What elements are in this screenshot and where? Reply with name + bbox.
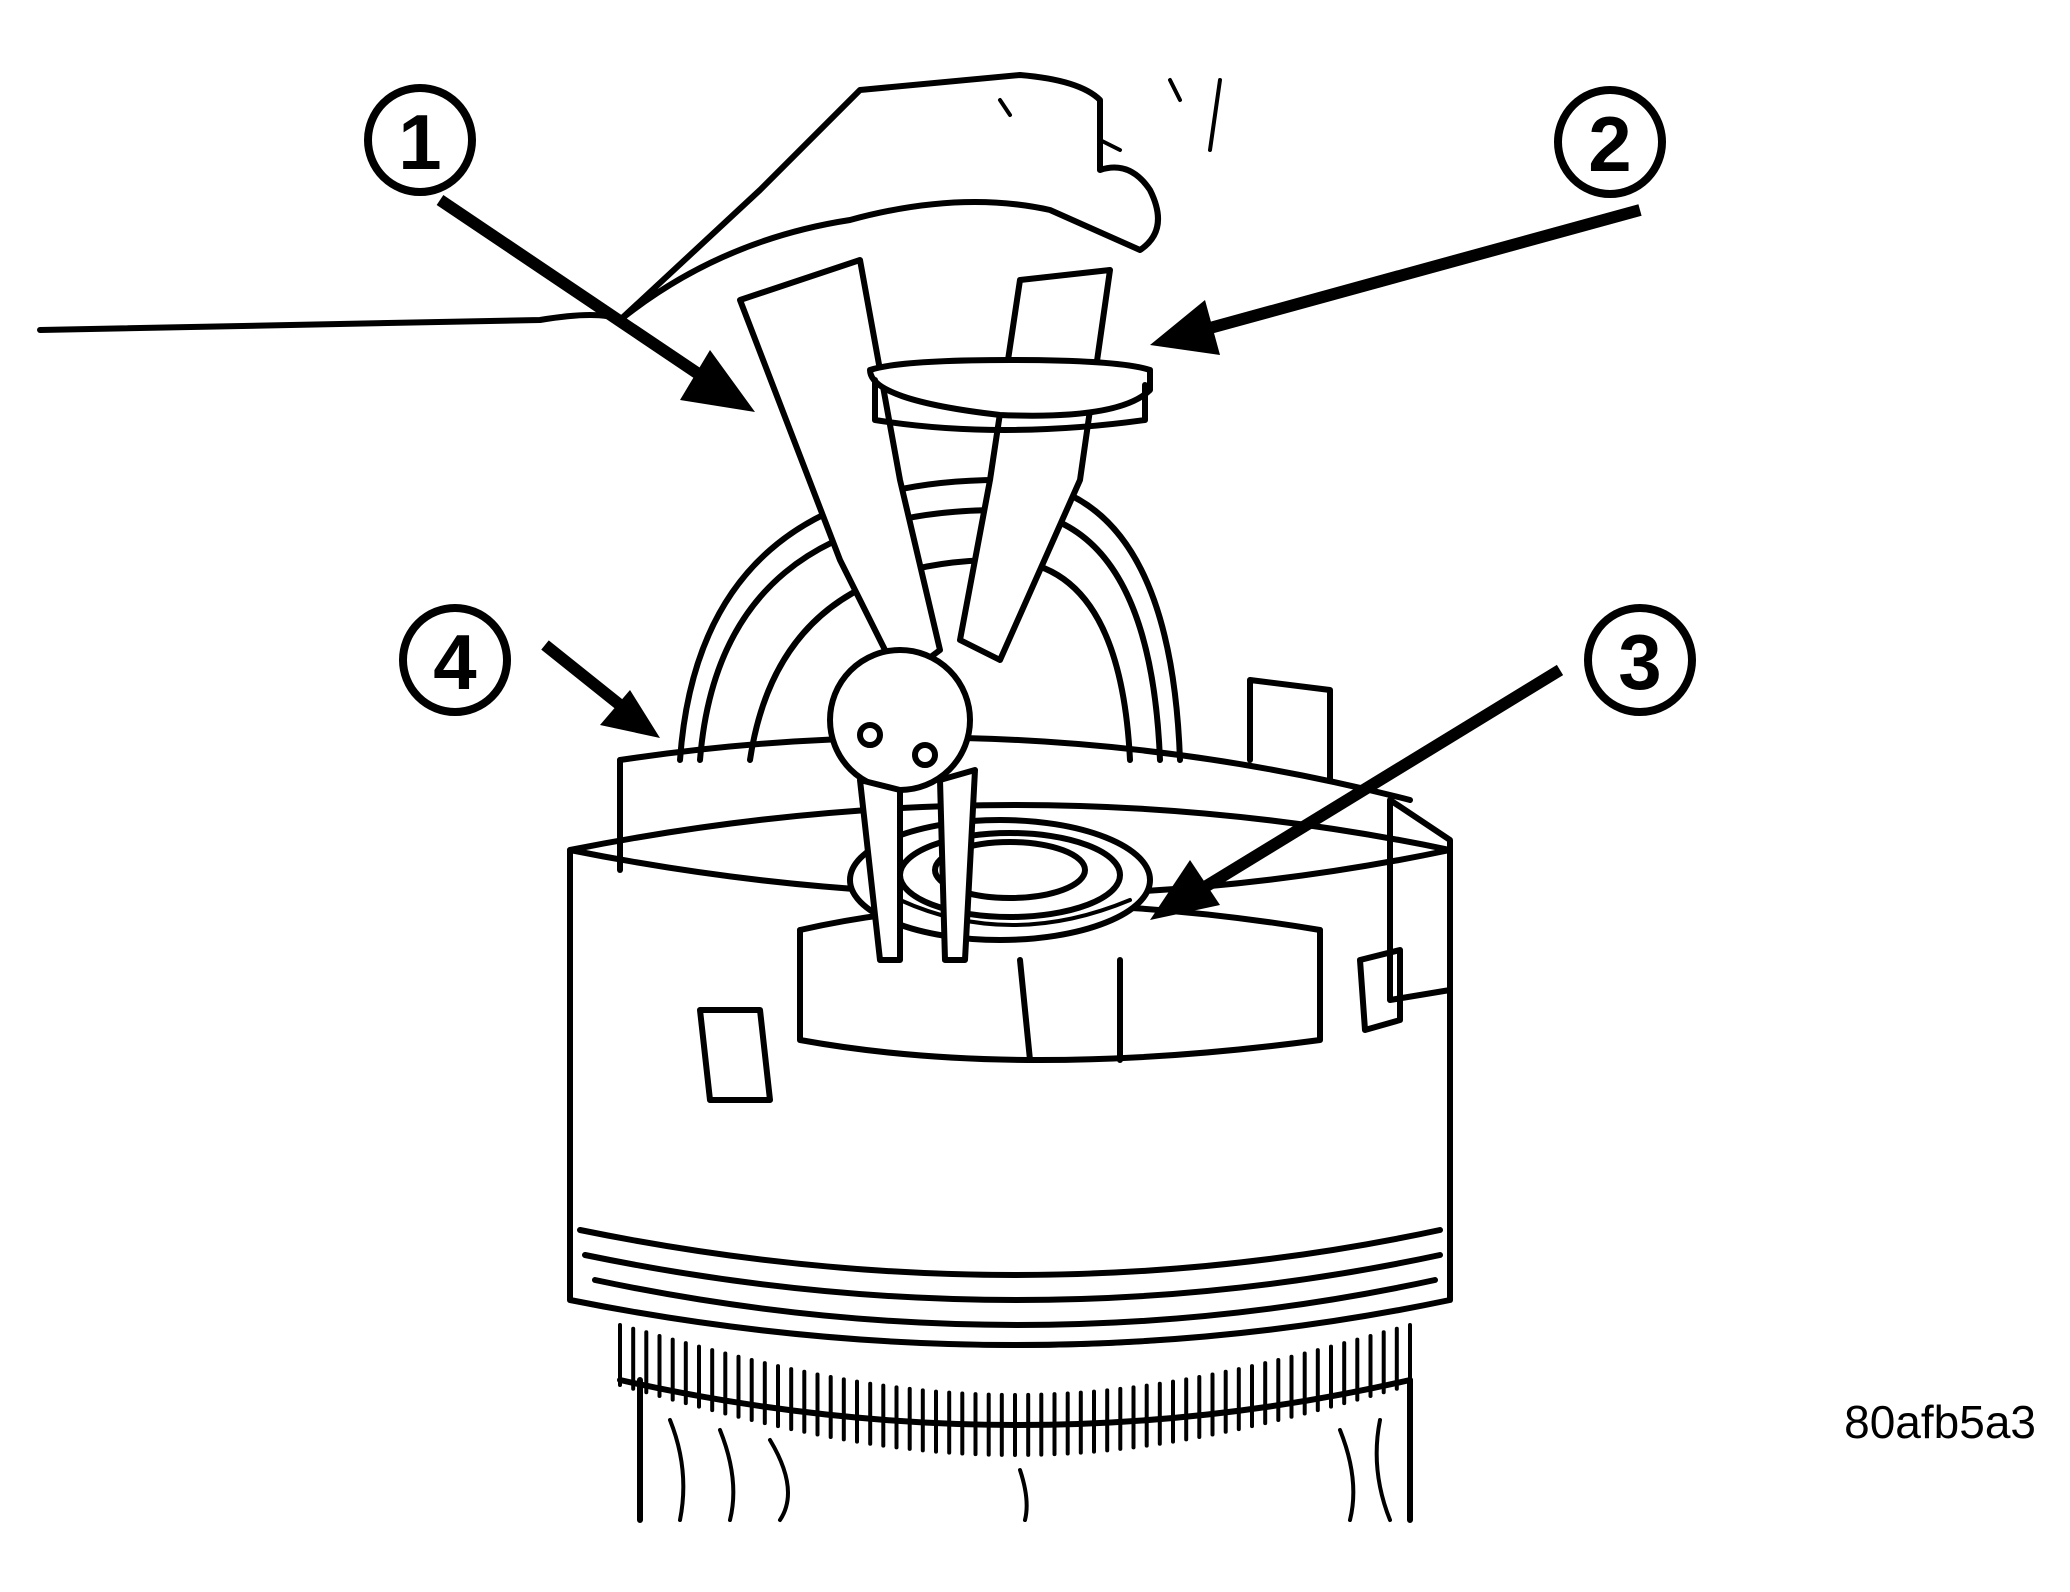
callout-2: 2 [1554,86,1666,198]
housing-drum [567,802,1453,1348]
arrowhead-2 [1150,300,1220,355]
arrow-4 [541,640,624,710]
callout-3: 3 [1584,604,1696,716]
svg-text:1: 1 [398,98,441,186]
leader-arrows [436,195,1642,920]
arrow-3 [1196,664,1564,896]
hand [37,72,1222,433]
svg-text:3: 3 [1618,618,1661,706]
center-hub [847,817,1153,943]
figure-id: 80afb5a3 [1844,1396,2036,1448]
arrowhead-4 [600,690,660,738]
callout-1: 1 [364,84,476,196]
svg-text:4: 4 [433,618,476,706]
arrow-2 [1208,204,1642,334]
arrowhead-1 [680,350,755,412]
arrow-1 [436,195,704,380]
callout-4: 4 [399,604,511,716]
lower-shaft [637,1377,1413,1523]
arrowhead-3 [1150,860,1220,920]
svg-text:2: 2 [1588,100,1631,188]
